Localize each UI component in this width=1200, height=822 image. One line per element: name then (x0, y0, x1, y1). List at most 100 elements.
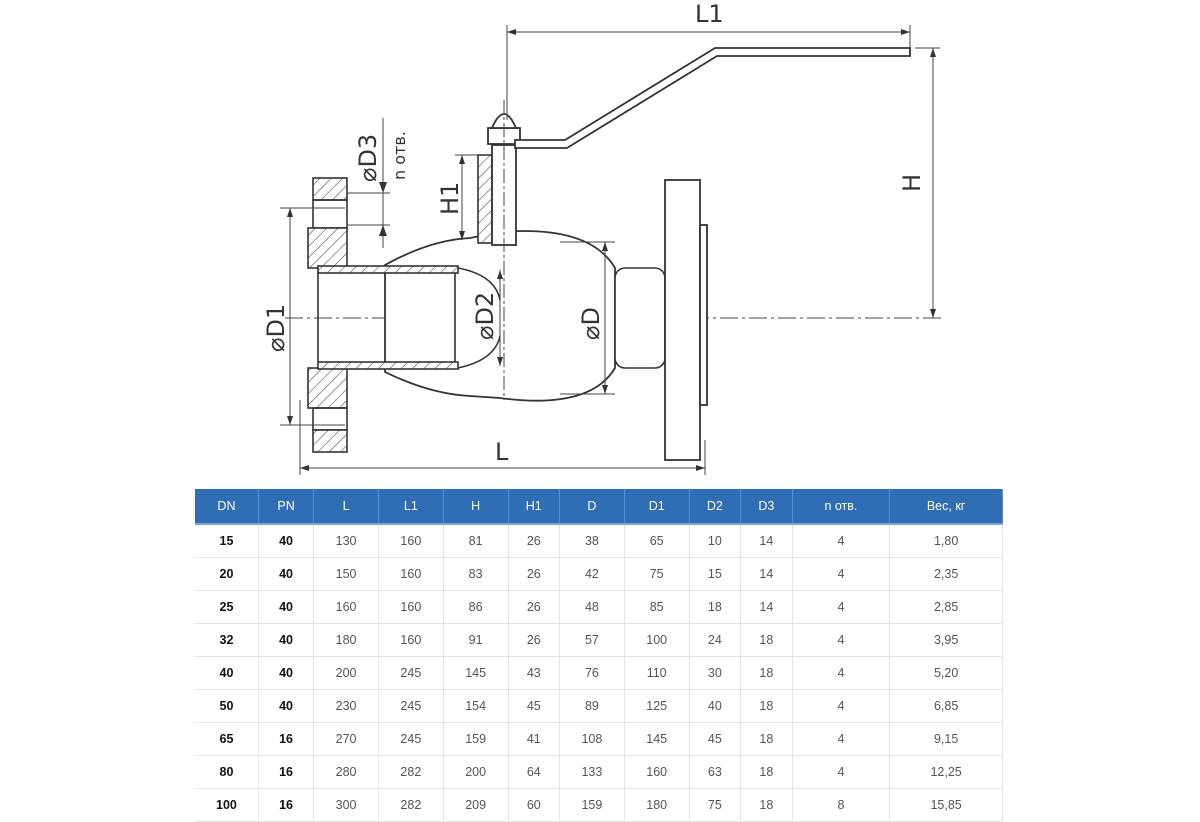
table-cell: 91 (443, 623, 509, 657)
table-cell: 160 (378, 590, 444, 624)
table-cell: 280 (313, 755, 379, 789)
table-cell: 18 (740, 788, 793, 822)
table-cell: 245 (378, 689, 444, 723)
table-cell: 76 (559, 656, 625, 690)
table-cell: 83 (443, 557, 509, 591)
table-cell: 57 (559, 623, 625, 657)
table-cell: 160 (378, 557, 444, 591)
table-cell: 160 (624, 755, 690, 789)
table-cell: 45 (689, 722, 742, 756)
valve-technical-drawing: L L1 H ⌀D1 ⌀D3 n отв. H1 ⌀D2 ⌀D (262, 0, 945, 475)
table-cell: 40 (258, 557, 315, 591)
table-cell: 125 (624, 689, 690, 723)
table-cell: 18 (740, 755, 793, 789)
table-cell: 282 (378, 788, 444, 822)
table-cell: 64 (508, 755, 561, 789)
dim-label-L1: L1 (695, 0, 724, 28)
table-cell: 75 (624, 557, 690, 591)
table-cell: 145 (624, 722, 690, 756)
table-cell: 40 (258, 623, 315, 657)
column-header: D3 (740, 489, 793, 525)
table-cell: 40 (258, 524, 315, 558)
table-cell: 40 (258, 656, 315, 690)
table-cell: 18 (740, 689, 793, 723)
table-cell: 42 (559, 557, 625, 591)
dim-label-D3: ⌀D3 (354, 134, 382, 182)
dim-label-L: L (495, 438, 509, 466)
table-cell: 2,85 (889, 590, 1003, 624)
table-cell: 26 (508, 623, 561, 657)
table-cell: 14 (740, 524, 793, 558)
table-cell: 2,35 (889, 557, 1003, 591)
table-cell: 200 (443, 755, 509, 789)
table-cell: 75 (689, 788, 742, 822)
dim-label-D2: ⌀D2 (471, 292, 499, 340)
table-cell: 8 (792, 788, 891, 822)
table-cell: 86 (443, 590, 509, 624)
table-cell: 4 (792, 590, 891, 624)
table-cell: 160 (378, 623, 444, 657)
table-cell: 1,80 (889, 524, 1003, 558)
table-cell: 30 (689, 656, 742, 690)
table-cell: 38 (559, 524, 625, 558)
table-cell: 10 (689, 524, 742, 558)
table-cell: 180 (313, 623, 379, 657)
column-header: L1 (378, 489, 444, 525)
column-header: PN (258, 489, 315, 525)
table-cell: 100 (195, 788, 259, 822)
table-cell: 65 (195, 722, 259, 756)
table-cell: 200 (313, 656, 379, 690)
table-cell: 45 (508, 689, 561, 723)
table-cell: 160 (378, 524, 444, 558)
column-header: H1 (508, 489, 561, 525)
table-cell: 43 (508, 656, 561, 690)
table-cell: 160 (313, 590, 379, 624)
table-cell: 209 (443, 788, 509, 822)
table-cell: 80 (195, 755, 259, 789)
table-cell: 16 (258, 788, 315, 822)
table-cell: 40 (689, 689, 742, 723)
table-cell: 14 (740, 557, 793, 591)
table-cell: 159 (559, 788, 625, 822)
dim-label-D1: ⌀D1 (262, 304, 290, 352)
table-cell: 15,85 (889, 788, 1003, 822)
table-cell: 26 (508, 590, 561, 624)
table-cell: 108 (559, 722, 625, 756)
table-cell: 4 (792, 656, 891, 690)
table-cell: 180 (624, 788, 690, 822)
table-cell: 25 (195, 590, 259, 624)
table-cell: 85 (624, 590, 690, 624)
table-cell: 110 (624, 656, 690, 690)
table-cell: 26 (508, 557, 561, 591)
table-cell: 65 (624, 524, 690, 558)
table-cell: 40 (258, 689, 315, 723)
table-cell: 300 (313, 788, 379, 822)
table-cell: 5,20 (889, 656, 1003, 690)
table-cell: 145 (443, 656, 509, 690)
dimensions: L L1 H ⌀D1 ⌀D3 n отв. H1 ⌀D2 ⌀D (262, 0, 940, 475)
table-cell: 15 (689, 557, 742, 591)
table-cell: 18 (740, 656, 793, 690)
table-cell: 18 (740, 722, 793, 756)
table-cell: 48 (559, 590, 625, 624)
column-header: n отв. (792, 489, 891, 525)
table-cell: 100 (624, 623, 690, 657)
table-cell: 6,85 (889, 689, 1003, 723)
table-cell: 270 (313, 722, 379, 756)
table-cell: 16 (258, 755, 315, 789)
table-cell: 24 (689, 623, 742, 657)
table-cell: 81 (443, 524, 509, 558)
table-cell: 40 (195, 656, 259, 690)
column-header: DN (195, 489, 259, 525)
table-cell: 159 (443, 722, 509, 756)
column-header: D2 (689, 489, 742, 525)
table-cell: 4 (792, 722, 891, 756)
dim-label-H1: H1 (436, 182, 464, 215)
